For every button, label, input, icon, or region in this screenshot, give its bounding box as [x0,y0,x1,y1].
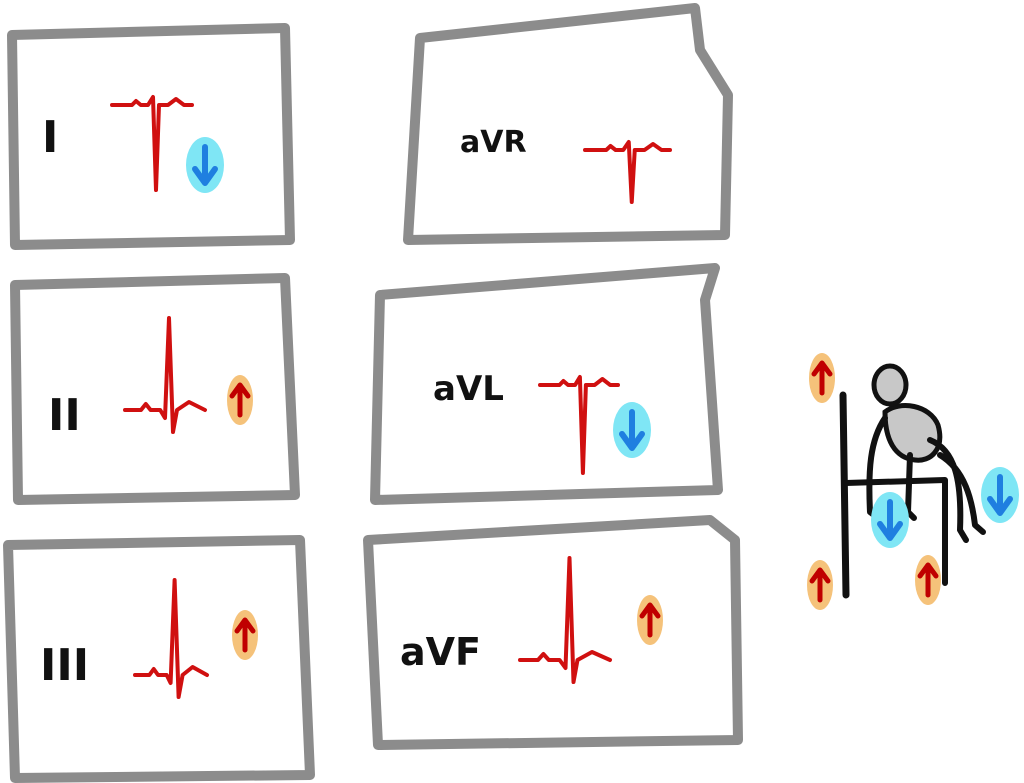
arrow-down-icon [186,137,224,193]
lead-label: aVR [460,125,527,160]
arrow-up-icon [637,595,663,645]
arrow-up-icon [232,610,258,660]
legs [927,437,986,543]
seated-figure [839,363,986,599]
head [871,363,909,407]
panel-frame [363,515,743,750]
arrow-down-icon [613,402,651,458]
arm-front [905,452,917,521]
figure-arrow-up-icon [807,560,833,610]
ecg-trace [123,316,207,434]
lead-panel-ii: II [10,273,300,505]
panel-frame [3,535,315,783]
figure-arrow-up-icon [915,555,941,605]
torso [882,403,943,463]
lead-label: aVF [400,630,481,674]
ecg-trace [538,375,620,475]
lead-label: III [40,640,89,691]
stool-left-leg [839,391,850,599]
panel-frame [403,3,733,245]
arm [866,415,888,521]
figure-arrow-up-icon [809,353,835,403]
lead-label: aVL [433,369,504,409]
figure-arrow-down-icon [871,492,909,548]
figure-arrow-down-icon [981,467,1019,523]
lead-label: I [42,112,58,163]
lead-panel-avf: aVF [363,515,743,750]
lead-label: II [48,390,81,441]
lead-panel-avr: aVR [403,3,733,245]
panel-frame [7,23,295,250]
arrow-up-icon [227,375,253,425]
panel-frame [10,273,300,505]
lead-panel-avl: aVL [370,263,723,505]
lead-panel-i: I [7,23,295,250]
ecg-trace [518,556,612,684]
ecg-trace [133,578,209,699]
lead-panel-iii: III [3,535,315,783]
ecg-trace [583,140,672,204]
stool-seat [843,477,948,586]
ecg-trace [110,95,194,192]
